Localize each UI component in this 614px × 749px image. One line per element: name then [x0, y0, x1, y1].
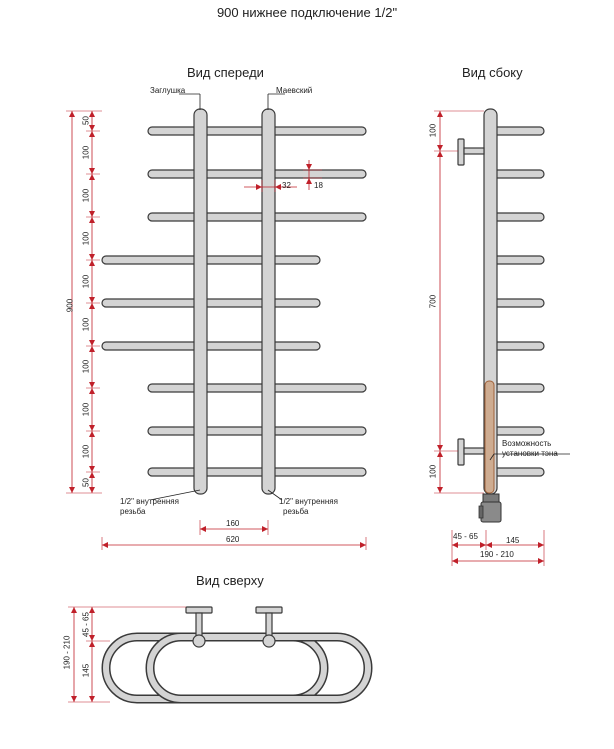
top-bracket-dim: 45 - 65 — [81, 612, 91, 637]
side-middle: 700 — [428, 294, 438, 309]
front-bars — [101, 126, 367, 477]
tube-dia-dim: 18 — [314, 181, 323, 190]
side-bracket-bottom — [457, 438, 485, 466]
side-view — [434, 108, 570, 566]
front-total-height: 900 — [65, 298, 75, 313]
bar-7 — [147, 383, 367, 393]
front-seg-6: 100 — [81, 359, 91, 374]
thread-left-line2: резьба — [120, 507, 146, 516]
top-bracket-right — [255, 606, 283, 648]
heater-label-line1: Возможность — [502, 439, 552, 448]
thread-right-line2: резьба — [283, 507, 309, 516]
total-width-dim: 620 — [226, 535, 240, 544]
front-seg-9: 50 — [81, 478, 91, 487]
front-seg-3: 100 — [81, 231, 91, 246]
heater-element — [484, 380, 495, 494]
top-total-dim: 190 - 210 — [62, 635, 72, 670]
bar-9 — [147, 467, 367, 477]
bar-2 — [147, 169, 367, 179]
bar-1 — [147, 126, 367, 136]
front-seg-2: 100 — [81, 188, 91, 203]
thread-right-line1: 1/2" внутренняя — [279, 497, 338, 506]
side-total-depth-dim: 190 - 210 — [480, 550, 514, 559]
top-view — [68, 606, 373, 704]
heater-head — [478, 493, 502, 523]
front-seg-0: 50 — [81, 116, 91, 125]
front-seg-5: 100 — [81, 317, 91, 332]
heater-label-line2: установки тэна — [502, 449, 558, 458]
side-bracket-dim: 45 - 65 — [453, 532, 478, 541]
front-seg-8: 100 — [81, 444, 91, 459]
bar-3 — [147, 212, 367, 222]
front-seg-4: 100 — [81, 274, 91, 289]
top-loop-right — [145, 632, 373, 704]
drawing-title: 900 нижнее подключение 1/2" — [216, 5, 398, 20]
front-seg-7: 100 — [81, 402, 91, 417]
front-pipe-right — [261, 108, 276, 495]
bar-5 — [101, 298, 321, 308]
top-view-title: Вид сверху — [196, 573, 264, 588]
bar-4 — [101, 255, 321, 265]
side-bracket-top — [457, 138, 485, 166]
side-top-offset: 100 — [428, 123, 438, 138]
top-bracket-left — [185, 606, 213, 648]
bar-8 — [147, 426, 367, 436]
tube-gap-dim: 32 — [282, 181, 291, 190]
pipe-spacing-dim: 160 — [226, 519, 240, 528]
plug-label: Заглушка — [150, 86, 186, 95]
front-pipe-left — [193, 108, 208, 495]
side-bottom-offset: 100 — [428, 464, 438, 479]
front-view — [66, 93, 367, 550]
side-depth-dim: 145 — [506, 536, 520, 545]
top-loop-left — [101, 632, 329, 704]
front-view-title: Вид спереди — [187, 65, 264, 80]
thread-left-line1: 1/2" внутренняя — [120, 497, 179, 506]
top-depth-dim: 145 — [81, 663, 91, 678]
mayevsky-label: Маевский — [276, 86, 313, 95]
bar-6 — [101, 341, 321, 351]
side-view-title: Вид сбоку — [462, 65, 523, 80]
front-seg-1: 100 — [81, 145, 91, 160]
